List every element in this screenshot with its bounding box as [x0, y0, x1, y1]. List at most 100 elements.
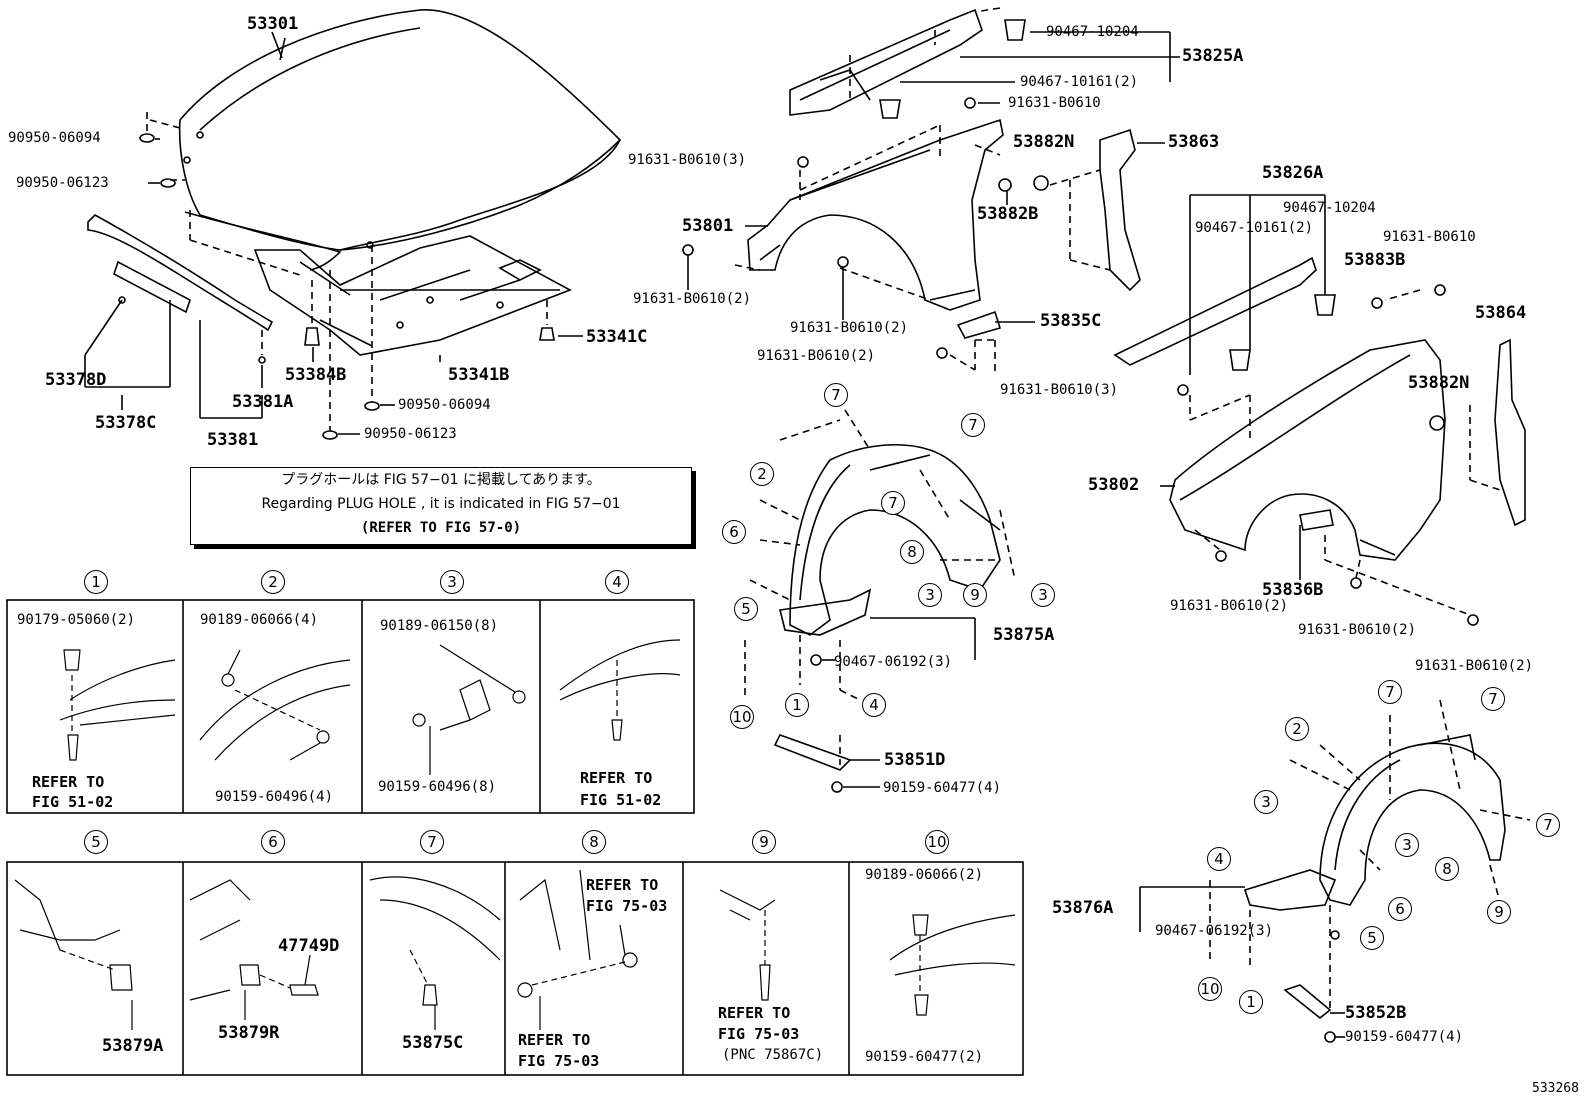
- part-label-lh-clip-1: 90467-10204: [1283, 200, 1376, 216]
- callout-rh-5: 5: [734, 597, 758, 621]
- part-label-lh-fender: 53802: [1088, 475, 1140, 495]
- lh-liner-drawing: [1139, 699, 1531, 1043]
- callout-rh-1: 1: [785, 693, 809, 717]
- lh-fender-drawing: [1113, 194, 1526, 626]
- part-label-hood-plug-2: 90950-06123: [16, 175, 109, 191]
- detail-4-fig: FIG 51-02: [580, 791, 662, 809]
- part-label-rh-liner-clip: 90467-06192(3): [834, 654, 953, 670]
- part-label-rh-clip-2: 90467-10161(2): [1020, 74, 1139, 90]
- detail-9-pnc: (PNC 75867C): [722, 1047, 824, 1063]
- part-label-lh-liner-screw: 90159-60477(4): [1345, 1029, 1464, 1045]
- part-label-rh-bolt-3: 91631-B0610(2): [633, 291, 752, 307]
- detail-8-refer-b: REFER TO: [518, 1031, 591, 1049]
- detail-sketches: [14, 639, 1016, 1030]
- part-label-rh-bolt-4: 91631-B0610(2): [790, 320, 909, 336]
- part-label-lh-seal: 53826A: [1262, 163, 1324, 183]
- detail-number-2: 2: [261, 570, 285, 594]
- part-label-lh-bolt-1: 91631-B0610: [1383, 229, 1476, 245]
- part-label-insulator-clip: 53341C: [586, 327, 648, 347]
- detail-8-refer-a: REFER TO: [586, 876, 659, 894]
- detail-7-part: 53875C: [402, 1033, 464, 1053]
- detail-frames: [6, 599, 1024, 1076]
- callout-rh-3a: 3: [918, 583, 942, 607]
- callout-lh-7b: 7: [1481, 687, 1505, 711]
- rh-liner-drawing: [744, 409, 1016, 793]
- callout-lh-7a: 7: [1378, 680, 1402, 704]
- part-label-lh-bolt-4: 91631-B0610(2): [1298, 622, 1417, 638]
- detail-1-clip: 90179-05060(2): [17, 612, 136, 628]
- callout-lh-9: 9: [1487, 900, 1511, 924]
- part-label-rh-liner: 53875A: [993, 625, 1055, 645]
- detail-10-clip: 90189-06066(2): [865, 867, 984, 883]
- detail-number-8: 8: [582, 830, 606, 854]
- callout-rh-9: 9: [963, 583, 987, 607]
- detail-number-6: 6: [261, 830, 285, 854]
- part-label-seal-c: 53378C: [95, 413, 157, 433]
- part-label-lh-bolt-5: 91631-B0610(2): [1415, 658, 1534, 674]
- detail-6-part-b: 53879R: [218, 1023, 280, 1043]
- part-label-lh-liner-guard: 53852B: [1345, 1003, 1407, 1023]
- detail-number-1: 1: [84, 570, 108, 594]
- detail-10-screw: 90159-60477(2): [865, 1049, 984, 1065]
- callout-rh-7a: 7: [824, 383, 848, 407]
- part-label-rh-plug-b: 53882B: [977, 204, 1039, 224]
- part-label-seal-a: 53381A: [232, 392, 294, 412]
- callout-lh-6: 6: [1388, 897, 1412, 921]
- detail-9-refer: REFER TO: [718, 1004, 791, 1022]
- callout-rh-7b: 7: [961, 413, 985, 437]
- part-label-rh-bolt-1: 91631-B0610: [1008, 95, 1101, 111]
- part-label-rh-bolt-2: 91631-B0610(3): [628, 152, 747, 168]
- detail-1-refer: REFER TO: [32, 773, 105, 791]
- part-label-rh-liner-guard: 53851D: [884, 750, 946, 770]
- callout-lh-1: 1: [1239, 990, 1263, 1014]
- callout-lh-8: 8: [1435, 857, 1459, 881]
- detail-6-part-a: 47749D: [278, 936, 340, 956]
- part-label-hood-plug-3: 90950-06094: [398, 397, 491, 413]
- callout-lh-3b: 3: [1395, 833, 1419, 857]
- detail-number-3: 3: [440, 570, 464, 594]
- detail-1-fig: FIG 51-02: [32, 793, 114, 811]
- part-label-rh-seal: 53825A: [1182, 46, 1244, 66]
- detail-number-10: 10: [925, 830, 949, 854]
- detail-5-part: 53879A: [102, 1036, 164, 1056]
- part-label-rh-fender: 53801: [682, 216, 734, 236]
- callout-rh-4: 4: [862, 693, 886, 717]
- callout-rh-7c: 7: [881, 491, 905, 515]
- detail-2-clip: 90189-06066(4): [200, 612, 319, 628]
- part-label-hood-plug-4: 90950-06123: [364, 426, 457, 442]
- part-label-rh-clip-1: 90467-10204: [1046, 24, 1139, 40]
- part-label-hood: 53301: [247, 14, 299, 34]
- detail-number-4: 4: [605, 570, 629, 594]
- part-label-rh-protector: 53863: [1168, 132, 1220, 152]
- detail-9-fig: FIG 75-03: [718, 1025, 800, 1043]
- callout-lh-2: 2: [1285, 717, 1309, 741]
- part-label-lh-plug-b: 53883B: [1344, 250, 1406, 270]
- part-label-lh-bolt-2: 91631-B0610(3): [1000, 382, 1119, 398]
- part-label-lh-liner-clip: 90467-06192(3): [1155, 923, 1274, 939]
- part-label-lh-protector: 53864: [1475, 303, 1527, 323]
- callout-rh-6: 6: [722, 520, 746, 544]
- part-label-insulator: 53341B: [448, 365, 510, 385]
- part-label-seal: 53381: [207, 430, 259, 450]
- detail-4-refer: REFER TO: [580, 769, 653, 787]
- callout-rh-3b: 3: [1031, 583, 1055, 607]
- callout-lh-3a: 3: [1254, 790, 1278, 814]
- detail-2-screw: 90159-60496(4): [215, 789, 334, 805]
- callout-rh-2: 2: [750, 462, 774, 486]
- part-label-hood-plug-1: 90950-06094: [8, 130, 101, 146]
- note-ref: (REFER TO FIG 57-0): [360, 520, 522, 536]
- callout-lh-5: 5: [1360, 926, 1384, 950]
- note-en: Regarding PLUG HOLE , it is indicated in…: [261, 496, 621, 512]
- part-label-rh-bracket: 53835C: [1040, 311, 1102, 331]
- part-label-rh-plug: 53882N: [1013, 132, 1075, 152]
- detail-8-fig-b: FIG 75-03: [518, 1052, 600, 1070]
- detail-8-fig-a: FIG 75-03: [586, 897, 668, 915]
- detail-3-screw: 90159-60496(8): [378, 779, 497, 795]
- part-label-seal-d: 53378D: [45, 370, 107, 390]
- detail-number-9: 9: [752, 830, 776, 854]
- part-label-lh-bracket: 53836B: [1262, 580, 1324, 600]
- part-label-lh-liner: 53876A: [1052, 898, 1114, 918]
- detail-3-clip: 90189-06150(8): [380, 618, 499, 634]
- part-label-lh-clip-2: 90467-10161(2): [1195, 220, 1314, 236]
